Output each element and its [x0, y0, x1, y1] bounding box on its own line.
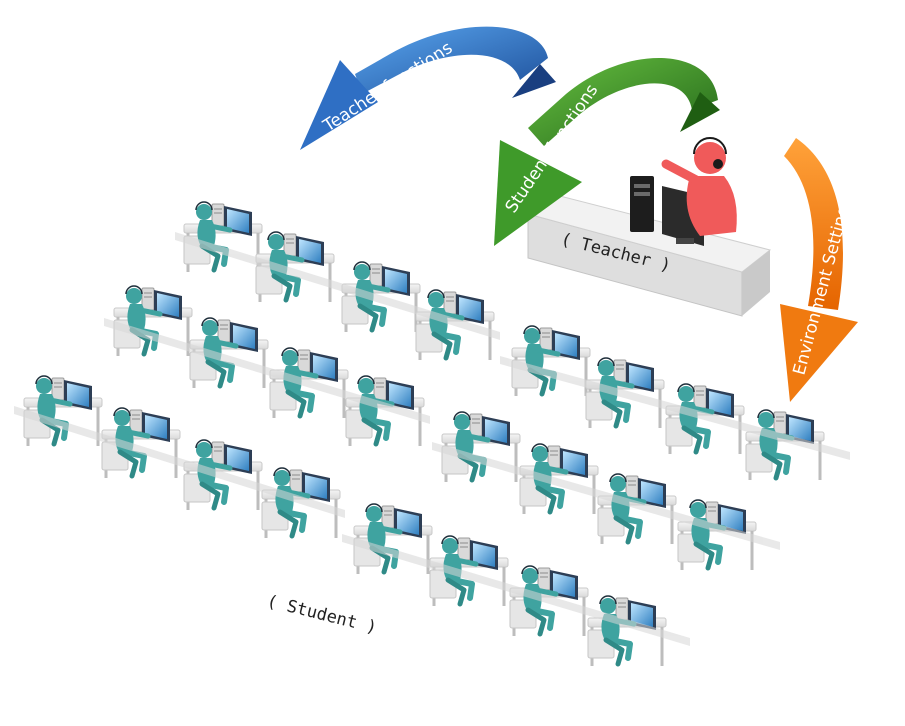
teacher-station[interactable]: ( Teacher )	[526, 137, 772, 317]
desk-rows	[14, 232, 850, 646]
student-label: ( Student )	[265, 591, 379, 638]
teacher-functions-arrow[interactable]: Teacher functions	[300, 26, 556, 150]
environment-settings-arrow[interactable]: Environment Settings	[780, 138, 858, 402]
tower-icon	[630, 176, 654, 232]
teacher-icon	[694, 142, 726, 174]
student-station[interactable]	[512, 326, 590, 396]
